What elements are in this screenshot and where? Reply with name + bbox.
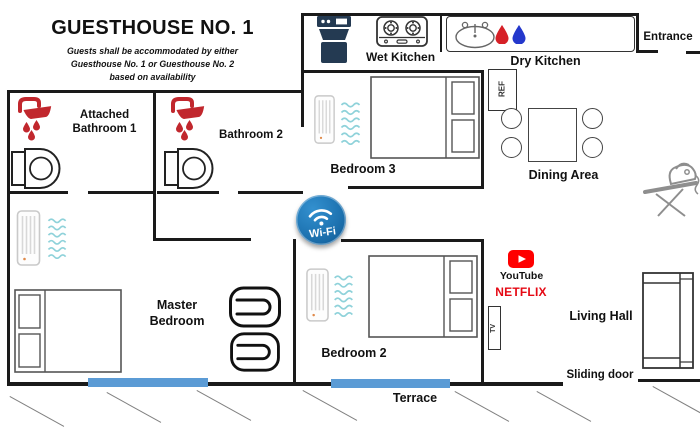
washing-machine-icon: [317, 16, 351, 63]
hatch-line: [196, 390, 252, 421]
wifi-label: Wi-Fi: [309, 225, 337, 240]
wall: [293, 239, 296, 386]
wall: [153, 238, 251, 241]
wifi-badge: Wi-Fi: [296, 195, 346, 245]
hatch-line: [454, 391, 510, 422]
wall: [238, 191, 303, 194]
youtube-icon: [508, 250, 534, 268]
bed-icon: [14, 289, 122, 373]
wall: [301, 13, 304, 93]
ac-airflow-icon: [340, 102, 361, 145]
sliding-door-label: Sliding door: [566, 369, 634, 381]
availability-note: Guests shall be accommodated by either G…: [66, 46, 239, 82]
toilet-icon: [164, 148, 214, 189]
shower-icon: [171, 97, 205, 141]
wall: [303, 13, 636, 16]
wall: [7, 90, 10, 386]
dining-table-icon: [528, 108, 577, 162]
chair-icon: [582, 137, 603, 158]
ironing-board-icon: [643, 162, 700, 217]
room-label-attached-bathroom-1: Attached Bathroom 1: [72, 109, 137, 136]
ac-airflow-icon: [334, 275, 353, 317]
room-label-dining-area: Dining Area: [528, 168, 599, 182]
room-label-terrace: Terrace: [392, 391, 438, 405]
tv-icon: [488, 306, 501, 350]
hatch-line: [536, 391, 592, 422]
hatch-line: [106, 392, 162, 423]
sofa-icon: [642, 272, 694, 369]
youtube-wordmark: YouTube: [499, 270, 544, 282]
wall: [7, 382, 563, 386]
sliding-door-bar: [331, 379, 450, 388]
room-label-living-hall: Living Hall: [569, 309, 633, 323]
wall: [157, 191, 219, 194]
room-label-bathroom-2: Bathroom 2: [219, 129, 283, 141]
sliding-door-bar: [88, 378, 208, 387]
wall: [8, 90, 304, 93]
towel-icon: [230, 332, 280, 372]
toilet-icon: [11, 148, 61, 189]
wall: [301, 90, 304, 127]
wall: [636, 13, 639, 53]
room-label-entrance: Entrance: [643, 31, 693, 43]
netflix-wordmark: NETFLIX: [495, 285, 547, 299]
wall: [88, 191, 154, 194]
wall: [636, 50, 658, 53]
bed-icon: [368, 255, 478, 338]
chair-icon: [582, 108, 603, 129]
refrigerator-label: REF: [497, 81, 507, 97]
towel-icon: [229, 286, 281, 328]
chair-icon: [501, 137, 522, 158]
bed-icon: [370, 76, 480, 159]
room-label-bedroom-3: Bedroom 3: [330, 162, 396, 176]
hatch-line: [302, 390, 358, 421]
hot-water-drop-icon: [495, 25, 509, 44]
air-conditioner-icon: [16, 210, 41, 266]
wall: [341, 239, 483, 242]
wall: [481, 70, 484, 189]
wall: [302, 70, 483, 73]
room-label-dry-kitchen: Dry Kitchen: [510, 54, 581, 68]
chair-icon: [501, 108, 522, 129]
wall: [686, 51, 700, 54]
hatch-line: [652, 386, 700, 414]
wall: [440, 13, 442, 52]
shower-icon: [18, 97, 52, 141]
refrigerator-box: [488, 69, 517, 111]
wall: [638, 379, 700, 382]
wall: [153, 90, 156, 241]
room-label-wet-kitchen: Wet Kitchen: [365, 50, 436, 64]
hatch-line: [9, 396, 65, 427]
ac-airflow-icon: [47, 218, 67, 259]
sink-icon: [455, 21, 495, 49]
page-title: GUESTHOUSE NO. 1: [51, 17, 254, 39]
wall: [8, 191, 68, 194]
tv-label: TV: [490, 323, 498, 333]
room-label-master-bedroom: Master Bedroom: [149, 298, 205, 328]
cold-water-drop-icon: [512, 25, 526, 44]
wall: [481, 239, 484, 386]
room-label-bedroom-2: Bedroom 2: [321, 346, 387, 360]
air-conditioner-icon: [306, 268, 329, 322]
wall: [348, 186, 482, 189]
air-conditioner-icon: [314, 95, 335, 144]
stove-icon: [376, 16, 428, 47]
